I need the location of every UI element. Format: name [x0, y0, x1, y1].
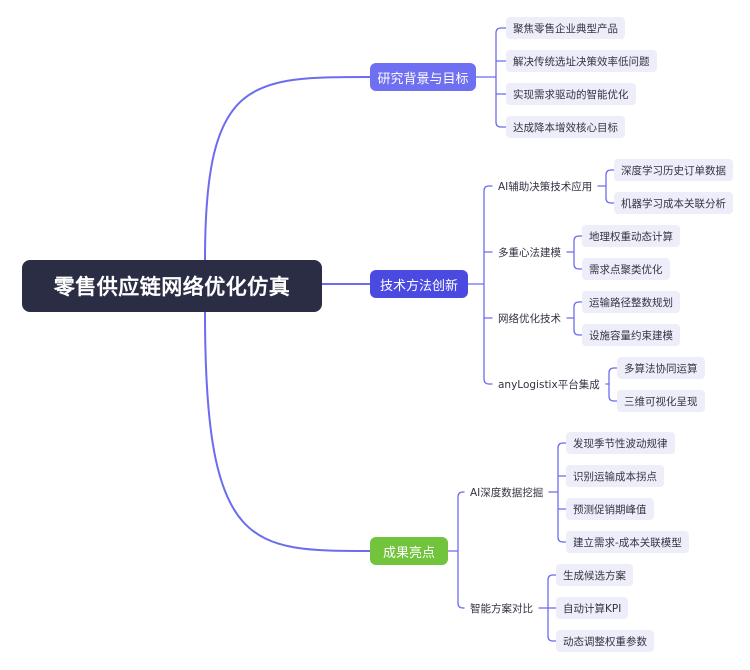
leaf-demand-cost-model[interactable]: 建立需求-成本关联模型	[566, 531, 689, 553]
leaf-dynamic-weights[interactable]: 动态调整权重参数	[556, 630, 654, 652]
leaf-generate-candidates[interactable]: 生成候选方案	[556, 564, 633, 586]
leaf-3d-visualization[interactable]: 三维可视化呈现	[617, 390, 705, 412]
leaf-demand-driven[interactable]: 实现需求驱动的智能优化	[506, 83, 636, 105]
connector-branch-results	[204, 311, 371, 552]
leaf-demand-cluster[interactable]: 需求点聚类优化	[582, 258, 670, 280]
leaf-focus-products[interactable]: 聚焦零售企业典型产品	[506, 17, 625, 39]
spine-sub-anylogistix	[608, 367, 615, 402]
leaf-cost-inflection[interactable]: 识别运输成本拐点	[566, 465, 664, 487]
leaf-ml-cost-analysis[interactable]: 机器学习成本关联分析	[614, 192, 733, 214]
leaf-seasonal-pattern[interactable]: 发现季节性波动规律	[566, 432, 675, 454]
sub-ai-decision[interactable]: AI辅助决策技术应用	[498, 180, 593, 193]
spine-sub-ai-decision	[605, 169, 612, 204]
leaf-deep-learning-orders[interactable]: 深度学习历史订单数据	[614, 159, 733, 181]
leaf-auto-kpi[interactable]: 自动计算KPI	[556, 597, 629, 619]
spine-sub-multi-centroid	[573, 235, 580, 270]
sub-network-optimization[interactable]: 网络优化技术	[498, 312, 561, 325]
spine-branch-research-background	[495, 27, 502, 128]
branch-tech-methods[interactable]: 技术方法创新	[370, 270, 468, 298]
spine-branch-results	[457, 491, 464, 609]
sub-multi-centroid[interactable]: 多重心法建模	[498, 246, 561, 259]
leaf-geo-weight[interactable]: 地理权重动态计算	[582, 225, 680, 247]
sub-ai-data-mining[interactable]: AI深度数据挖掘	[470, 486, 544, 499]
branch-results[interactable]: 成果亮点	[370, 537, 448, 565]
leaf-capacity-constraint[interactable]: 设施容量约束建模	[582, 324, 680, 346]
leaf-route-ip[interactable]: 运输路径整数规划	[582, 291, 680, 313]
sub-smart-comparison[interactable]: 智能方案对比	[470, 602, 533, 615]
leaf-solve-efficiency[interactable]: 解决传统选址决策效率低问题	[506, 50, 657, 72]
branch-research-background[interactable]: 研究背景与目标	[370, 63, 476, 91]
connector-branch-research-background	[204, 76, 371, 261]
leaf-promo-peak[interactable]: 预测促销期峰值	[566, 498, 654, 520]
sub-anylogistix[interactable]: anyLogistix平台集成	[498, 378, 600, 391]
spine-sub-network-optimization	[573, 301, 580, 336]
leaf-cost-goal[interactable]: 达成降本增效核心目标	[506, 116, 625, 138]
root-topic[interactable]: 零售供应链网络优化仿真	[22, 260, 322, 312]
spine-branch-tech-methods	[483, 185, 490, 385]
spine-sub-ai-data-mining	[557, 442, 564, 543]
leaf-multi-algorithm[interactable]: 多算法协同运算	[617, 357, 705, 379]
